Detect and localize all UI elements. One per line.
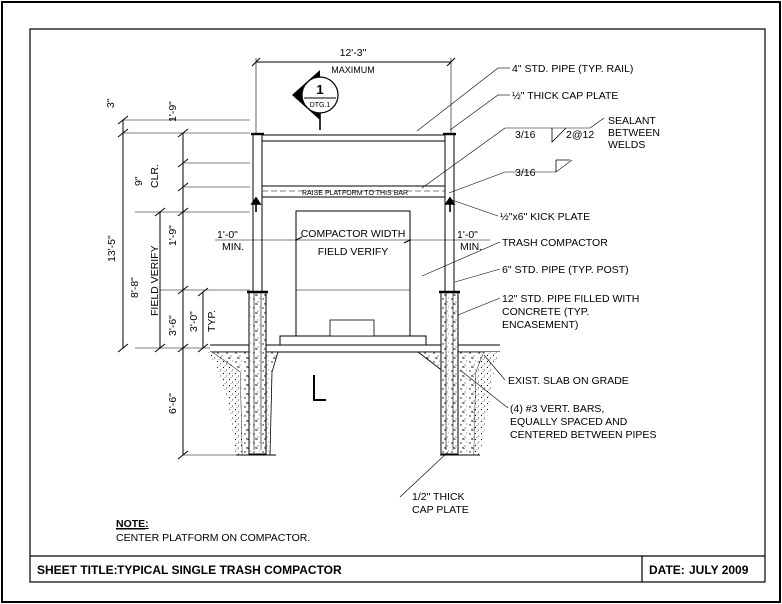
left-post: [251, 132, 264, 292]
post-above-grade-dim: 3'-6": [167, 315, 179, 336]
note-encasement-2: CONCRETE (TYP.: [502, 306, 589, 318]
note-cap-plate-bottom-2: CAP PLATE: [412, 504, 469, 516]
left-min-dim: 1'-0": [217, 229, 238, 241]
overall-width-note: MAXIMUM: [331, 65, 375, 75]
right-encasement-pipe: [440, 291, 459, 455]
weld-symbol-2-mark: [555, 159, 570, 172]
note-text: CENTER PLATFORM ON COMPACTOR.: [116, 532, 310, 544]
sheet-title-label: SHEET TITLE:: [37, 563, 118, 577]
note-slab: EXIST. SLAB ON GRADE: [508, 375, 629, 387]
note-kick-plate: ½"x6" KICK PLATE: [500, 211, 590, 223]
sheet-title: TYPICAL SINGLE TRASH COMPACTOR: [117, 563, 342, 577]
footing-depth-dim: 6'-6": [167, 393, 179, 414]
note-cap-plate-bottom-1: 1/2" THICK: [412, 491, 465, 503]
callout-sheet-ref: DTG.1: [310, 102, 331, 109]
field-verify-note: FIELD VERIFY: [149, 245, 161, 316]
trash-compactor: [279, 210, 427, 346]
note-sealant-3: WELDS: [608, 139, 645, 151]
left-encasement-pipe: [248, 291, 267, 455]
left-dimension-chains: [117, 115, 250, 460]
encasement-note: TYP.: [206, 310, 218, 332]
left-up-arrow: [250, 196, 262, 212]
weld-spacing: 2@12: [566, 129, 594, 141]
note-cap-plate-top: ½" THICK CAP PLATE: [512, 90, 618, 102]
note-sealant-2: BETWEEN: [608, 127, 660, 139]
compactor-field-verify: FIELD VERIFY: [318, 246, 389, 258]
note-std-pipe-rail: 4" STD. PIPE (TYP. RAIL): [512, 63, 633, 75]
left-min-note: MIN.: [222, 241, 244, 253]
note-bars-3: CENTERED BETWEEN PIPES: [510, 429, 656, 441]
encasement-height-dim: 3'-0": [188, 311, 200, 332]
date-label: DATE:: [649, 563, 685, 577]
callout-number: 1: [316, 82, 323, 97]
platform-bar: [262, 185, 445, 198]
right-up-arrow: [444, 196, 456, 212]
left-footing: [210, 290, 279, 456]
section-callout: [292, 70, 339, 130]
field-height-dim: 8'-8": [129, 277, 141, 298]
clearance-note: CLR.: [149, 164, 161, 188]
weld-symbol-2: 3/16: [515, 167, 536, 179]
raise-platform-note: RAISE PLATFORM TO THIS BAR: [302, 190, 408, 197]
overall-width-dim: 12'-3": [340, 47, 367, 59]
note-bars-2: EQUALLY SPACED AND: [510, 416, 628, 428]
inner-border: [29, 28, 766, 583]
right-footing: [416, 290, 494, 456]
top-rail: [262, 134, 445, 142]
note-bars-1: (4) #3 VERT. BARS,: [510, 403, 604, 415]
kick-height-dim: 1'-9": [167, 225, 179, 246]
date-value: JULY 2009: [689, 563, 749, 577]
right-post: [443, 132, 456, 292]
note-trash-compactor: TRASH COMPACTOR: [502, 237, 608, 249]
note-std-pipe-post: 6" STD. PIPE (TYP. POST): [502, 264, 629, 276]
right-min-dim: 1'-0": [457, 229, 478, 241]
weld-symbol-1: 3/16: [515, 129, 536, 141]
compactor-width-label: COMPACTOR WIDTH: [301, 228, 406, 240]
leader-lines: [399, 67, 605, 498]
clearance-dim: 9": [133, 176, 145, 186]
note-encasement-1: 12" STD. PIPE FILLED WITH: [502, 293, 639, 305]
note-heading: NOTE:: [116, 518, 149, 530]
weld-symbol-1-mark: [551, 127, 567, 143]
note-sealant-1: SEALANT: [608, 115, 656, 127]
note-encasement-3: ENCASEMENT): [502, 319, 578, 331]
overall-height-dim: 13'-5": [106, 235, 118, 262]
right-min-note: MIN.: [460, 241, 482, 253]
rail-height-dim: 1'-9": [167, 101, 179, 122]
section-mark: [313, 375, 326, 401]
top-rail-gap-dim: 3": [105, 98, 117, 108]
